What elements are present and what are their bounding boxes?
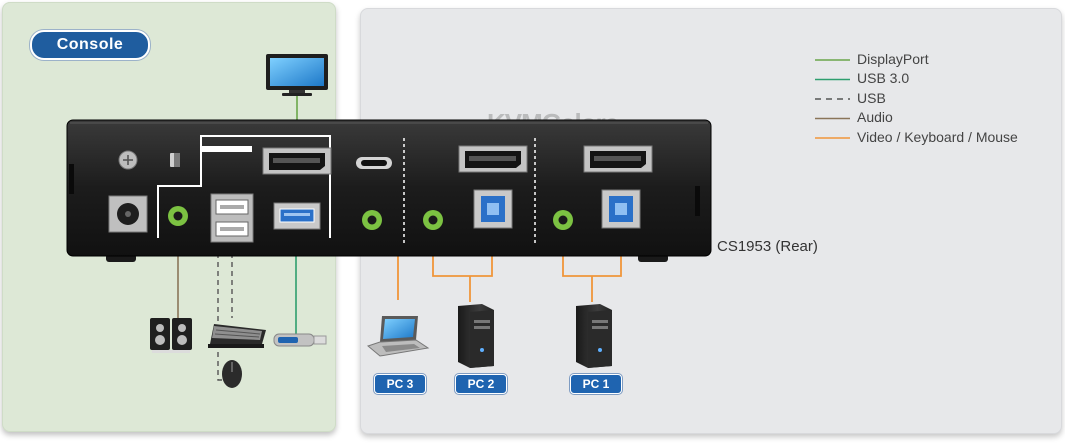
legend-item-usb: USB xyxy=(857,90,886,106)
pc1-tower-icon xyxy=(576,304,612,368)
legend-swatches xyxy=(815,59,850,139)
pc2-displayport-icon xyxy=(458,145,528,173)
ground-screw-icon xyxy=(118,150,138,170)
pc3-video-port-icon xyxy=(356,157,392,169)
usb-drive-icon xyxy=(273,333,327,347)
console-displayport-icon xyxy=(262,147,332,175)
pc2-label: PC 2 xyxy=(455,374,507,394)
console-badge: Console xyxy=(30,30,150,60)
monitor-icon xyxy=(266,54,328,96)
pc1-audio-jack-icon xyxy=(553,210,573,230)
pc3-label: PC 3 xyxy=(374,374,426,394)
console-usb3-port-icon xyxy=(273,202,321,230)
legend-item-video-keyboard-mouse: Video / Keyboard / Mouse xyxy=(857,129,1018,145)
kvm-switch-rear xyxy=(66,119,712,262)
speakers-icon xyxy=(150,318,192,353)
console-usb-ports-icon xyxy=(210,193,254,243)
pc2-tower-icon xyxy=(458,304,494,368)
device-caption: CS1953 (Rear) xyxy=(717,238,818,255)
pc1-displayport-icon xyxy=(583,145,653,173)
legend-item-usb3: USB 3.0 xyxy=(857,70,910,86)
mouse-icon xyxy=(222,360,242,388)
pc3-laptop-icon xyxy=(366,316,430,357)
pc1-label: PC 1 xyxy=(570,374,622,394)
pc3-audio-jack-icon xyxy=(362,210,382,230)
console-audio-jack-icon xyxy=(168,206,188,226)
pc2-usb-b-port-icon xyxy=(473,189,513,229)
keyboard-icon xyxy=(208,324,266,348)
power-jack-icon xyxy=(108,195,148,233)
pc2-audio-jack-icon xyxy=(423,210,443,230)
legend-item-displayport: DisplayPort xyxy=(857,51,929,67)
usb-cable-mouse xyxy=(217,244,226,381)
pc1-usb-b-port-icon xyxy=(601,189,641,229)
legend-item-audio: Audio xyxy=(857,109,893,125)
